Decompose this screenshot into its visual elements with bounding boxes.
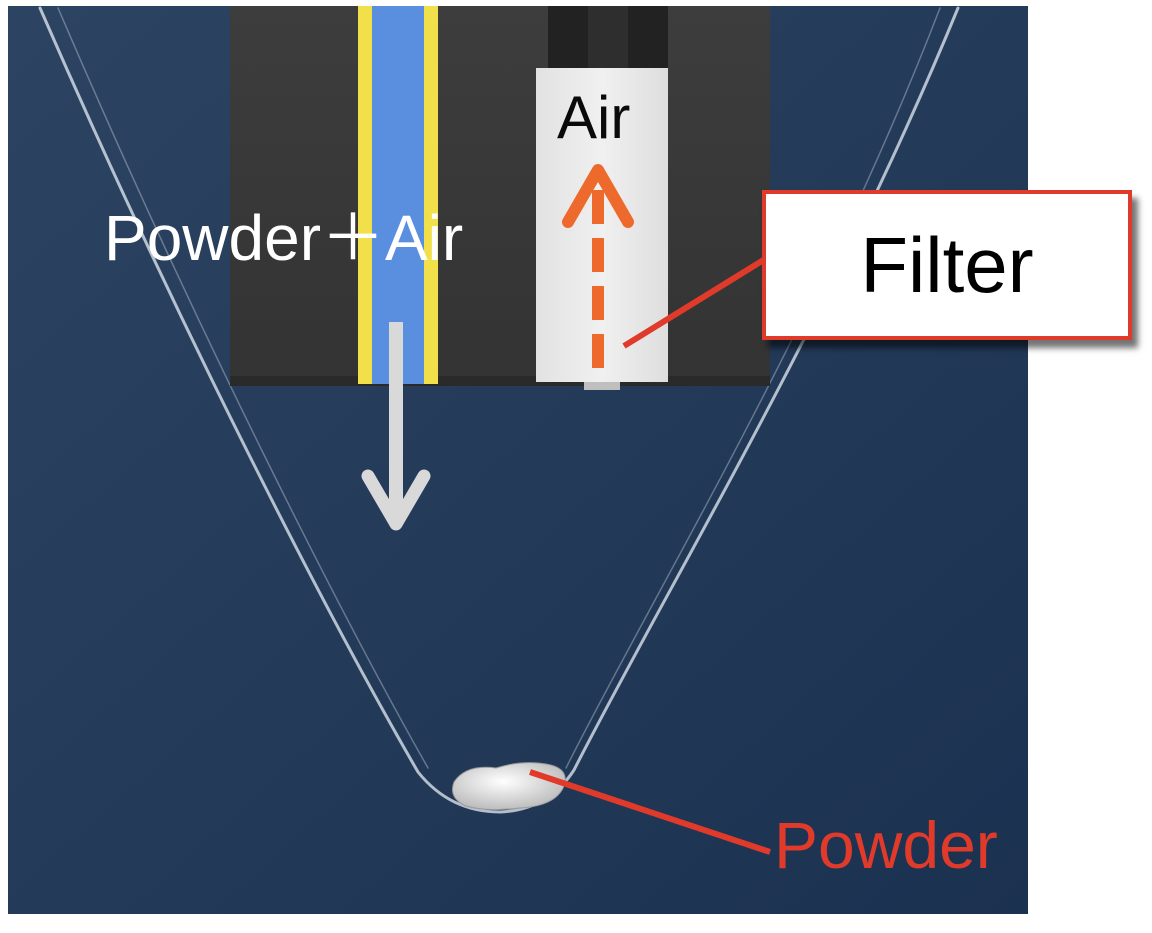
filter-tip xyxy=(584,382,620,390)
powder-channel xyxy=(372,6,424,384)
air-outlet-inner xyxy=(588,6,628,68)
nozzle-body xyxy=(230,6,770,384)
channel-wall-left xyxy=(358,6,372,384)
filter-label: Filter xyxy=(860,221,1034,309)
funnel-outline xyxy=(38,6,960,814)
filter-callout-line xyxy=(622,253,772,349)
down-arrow-icon xyxy=(361,322,431,531)
air-label: Air xyxy=(557,84,631,151)
powder-air-label: Powder＋Air xyxy=(104,202,464,274)
filter-callout-box: Filter xyxy=(762,190,1132,340)
nozzle-bottom-edge xyxy=(230,376,770,386)
dashed-up-arrow-icon xyxy=(562,164,634,368)
powder-label: Powder xyxy=(774,808,998,882)
powder-callout-line xyxy=(529,769,771,855)
channel-wall-right xyxy=(424,6,438,384)
